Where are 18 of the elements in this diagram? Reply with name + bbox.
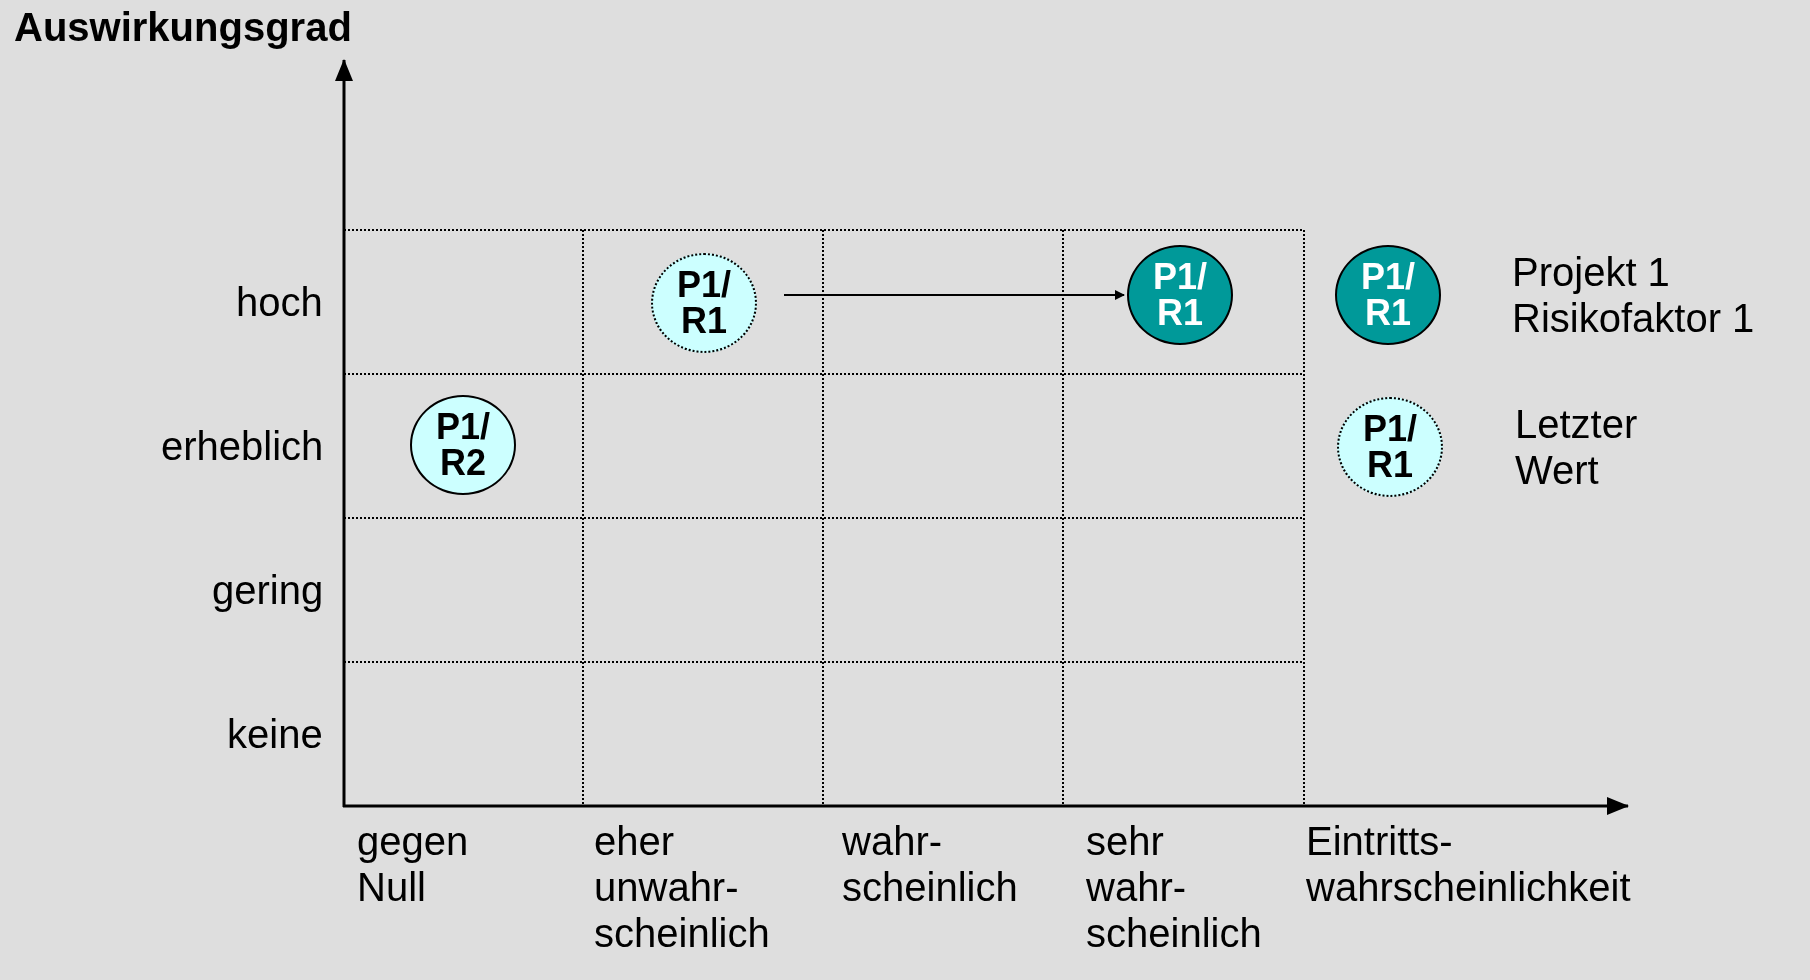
row-label: gering [212,567,324,613]
risk-code: P1/ R1 [1152,259,1207,331]
arrow [783,290,1125,300]
risk-code: P1/ R2 [435,409,490,481]
column-label: eher unwahr- scheinlich [594,818,770,956]
column-label: gegen Null [357,818,469,910]
risk-code: P1/ R1 [1362,411,1417,483]
column-label: sehr wahr- scheinlich [1086,818,1262,956]
row-label: hoch [236,279,323,325]
risk-code: P1/ R1 [676,267,731,339]
row-label: keine [227,711,323,757]
legend-text: Letzter Wert [1515,401,1638,493]
row-label: erheblich [161,423,324,469]
axis-title: Auswirkungsgrad [14,4,352,50]
legend-text: Projekt 1 Risikofaktor 1 [1512,249,1756,341]
risk-code: P1/ R1 [1360,259,1415,331]
axis-title: Eintritts- wahrscheinlichkeit [1306,818,1631,910]
column-label: wahr- scheinlich [842,818,1018,910]
